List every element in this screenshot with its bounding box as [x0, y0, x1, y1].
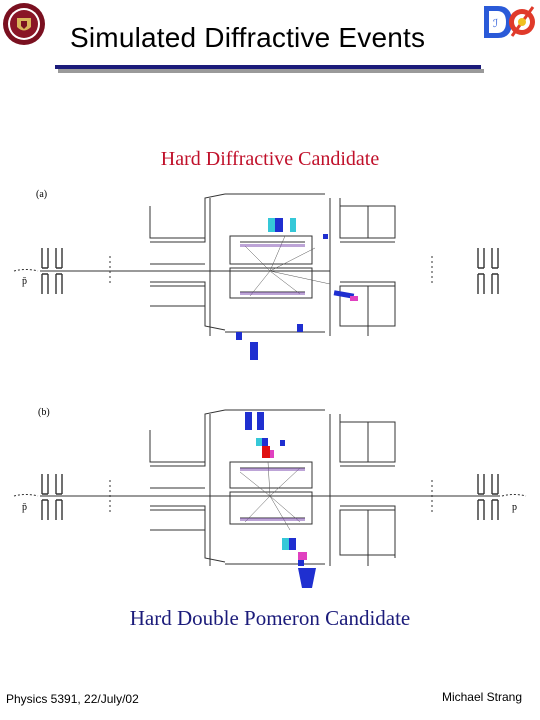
roman-pots-right-a	[477, 248, 499, 294]
caption-double-pomeron: Hard Double Pomeron Candidate	[129, 606, 411, 630]
event-display-a: (a)	[0, 176, 540, 376]
footer-author: Michael Strang	[441, 690, 522, 704]
caption-hard-diffractive: Hard Diffractive Candidate	[160, 148, 380, 170]
beam-label-p-b: p	[512, 502, 517, 513]
dzero-logo-icon: ℐ	[478, 0, 538, 44]
svg-text:ℐ: ℐ	[493, 18, 498, 30]
hit-bands-a	[240, 244, 305, 295]
panel-label-a: (a)	[36, 189, 47, 200]
page-title: Simulated Diffractive Events	[70, 22, 426, 53]
panel-label-b: (b)	[38, 407, 50, 418]
tracks-a	[244, 235, 331, 297]
energy-deposits-a	[236, 218, 358, 360]
beam-line-a	[13, 256, 433, 286]
beam-label-pbar-a: p̄	[22, 276, 27, 287]
roman-pots-left-b	[41, 474, 63, 520]
hit-bands-b	[240, 468, 305, 521]
event-display-b: (b)	[0, 400, 540, 600]
beam-label-pbar-b: p̄	[22, 502, 27, 513]
title-rule-shadow	[58, 69, 484, 73]
university-seal-icon	[2, 2, 46, 46]
roman-pots-right-b	[477, 474, 499, 520]
roman-pots-left-a	[41, 248, 63, 294]
title-rule	[55, 65, 481, 69]
footer-course-date: Physics 5391, 22/July/02	[6, 692, 139, 706]
tracks-b	[239, 461, 301, 531]
calorimeter-outline-b	[149, 409, 396, 566]
energy-deposits-b	[245, 412, 316, 588]
